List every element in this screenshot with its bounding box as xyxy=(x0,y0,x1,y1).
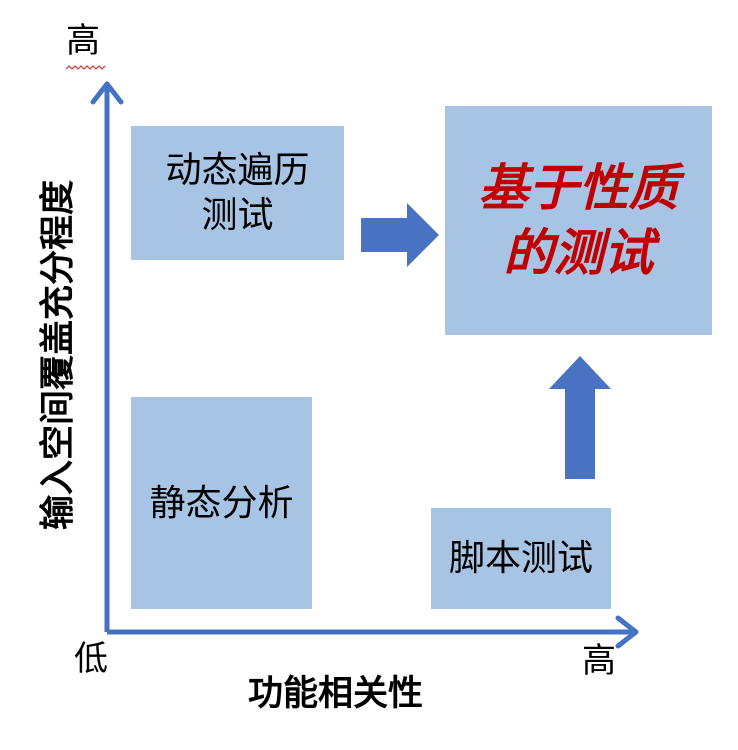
box-property-line2: 的测试 xyxy=(503,223,654,282)
box-static-analysis: 静态分析 xyxy=(131,397,312,609)
box-script-line1: 脚本测试 xyxy=(448,538,593,579)
x-axis-high-label: 高 xyxy=(582,641,616,681)
box-static-line1: 静态分析 xyxy=(149,482,294,524)
y-axis-high-label: 高 xyxy=(66,21,100,61)
x-axis-arrowhead-icon xyxy=(615,615,639,649)
box-dynamic-traversal-testing: 动态遍历 测试 xyxy=(131,126,344,260)
y-axis-arrowhead-icon xyxy=(90,81,124,105)
box-property-line1: 基于性质 xyxy=(478,158,679,217)
box-property-based-testing: 基于性质 的测试 xyxy=(445,106,712,335)
box-dynamic-line1: 动态遍历 xyxy=(165,150,310,191)
origin-low-label: 低 xyxy=(74,639,108,679)
box-dynamic-line2: 测试 xyxy=(201,195,274,236)
spellcheck-underline-icon xyxy=(66,65,106,70)
y-axis-title: 输入空间覆盖充分程度 xyxy=(38,179,79,531)
x-axis-title: 功能相关性 xyxy=(248,674,424,714)
box-script-testing: 脚本测试 xyxy=(431,508,611,609)
arrow-right-icon xyxy=(361,203,439,267)
arrow-up-icon xyxy=(549,356,611,479)
